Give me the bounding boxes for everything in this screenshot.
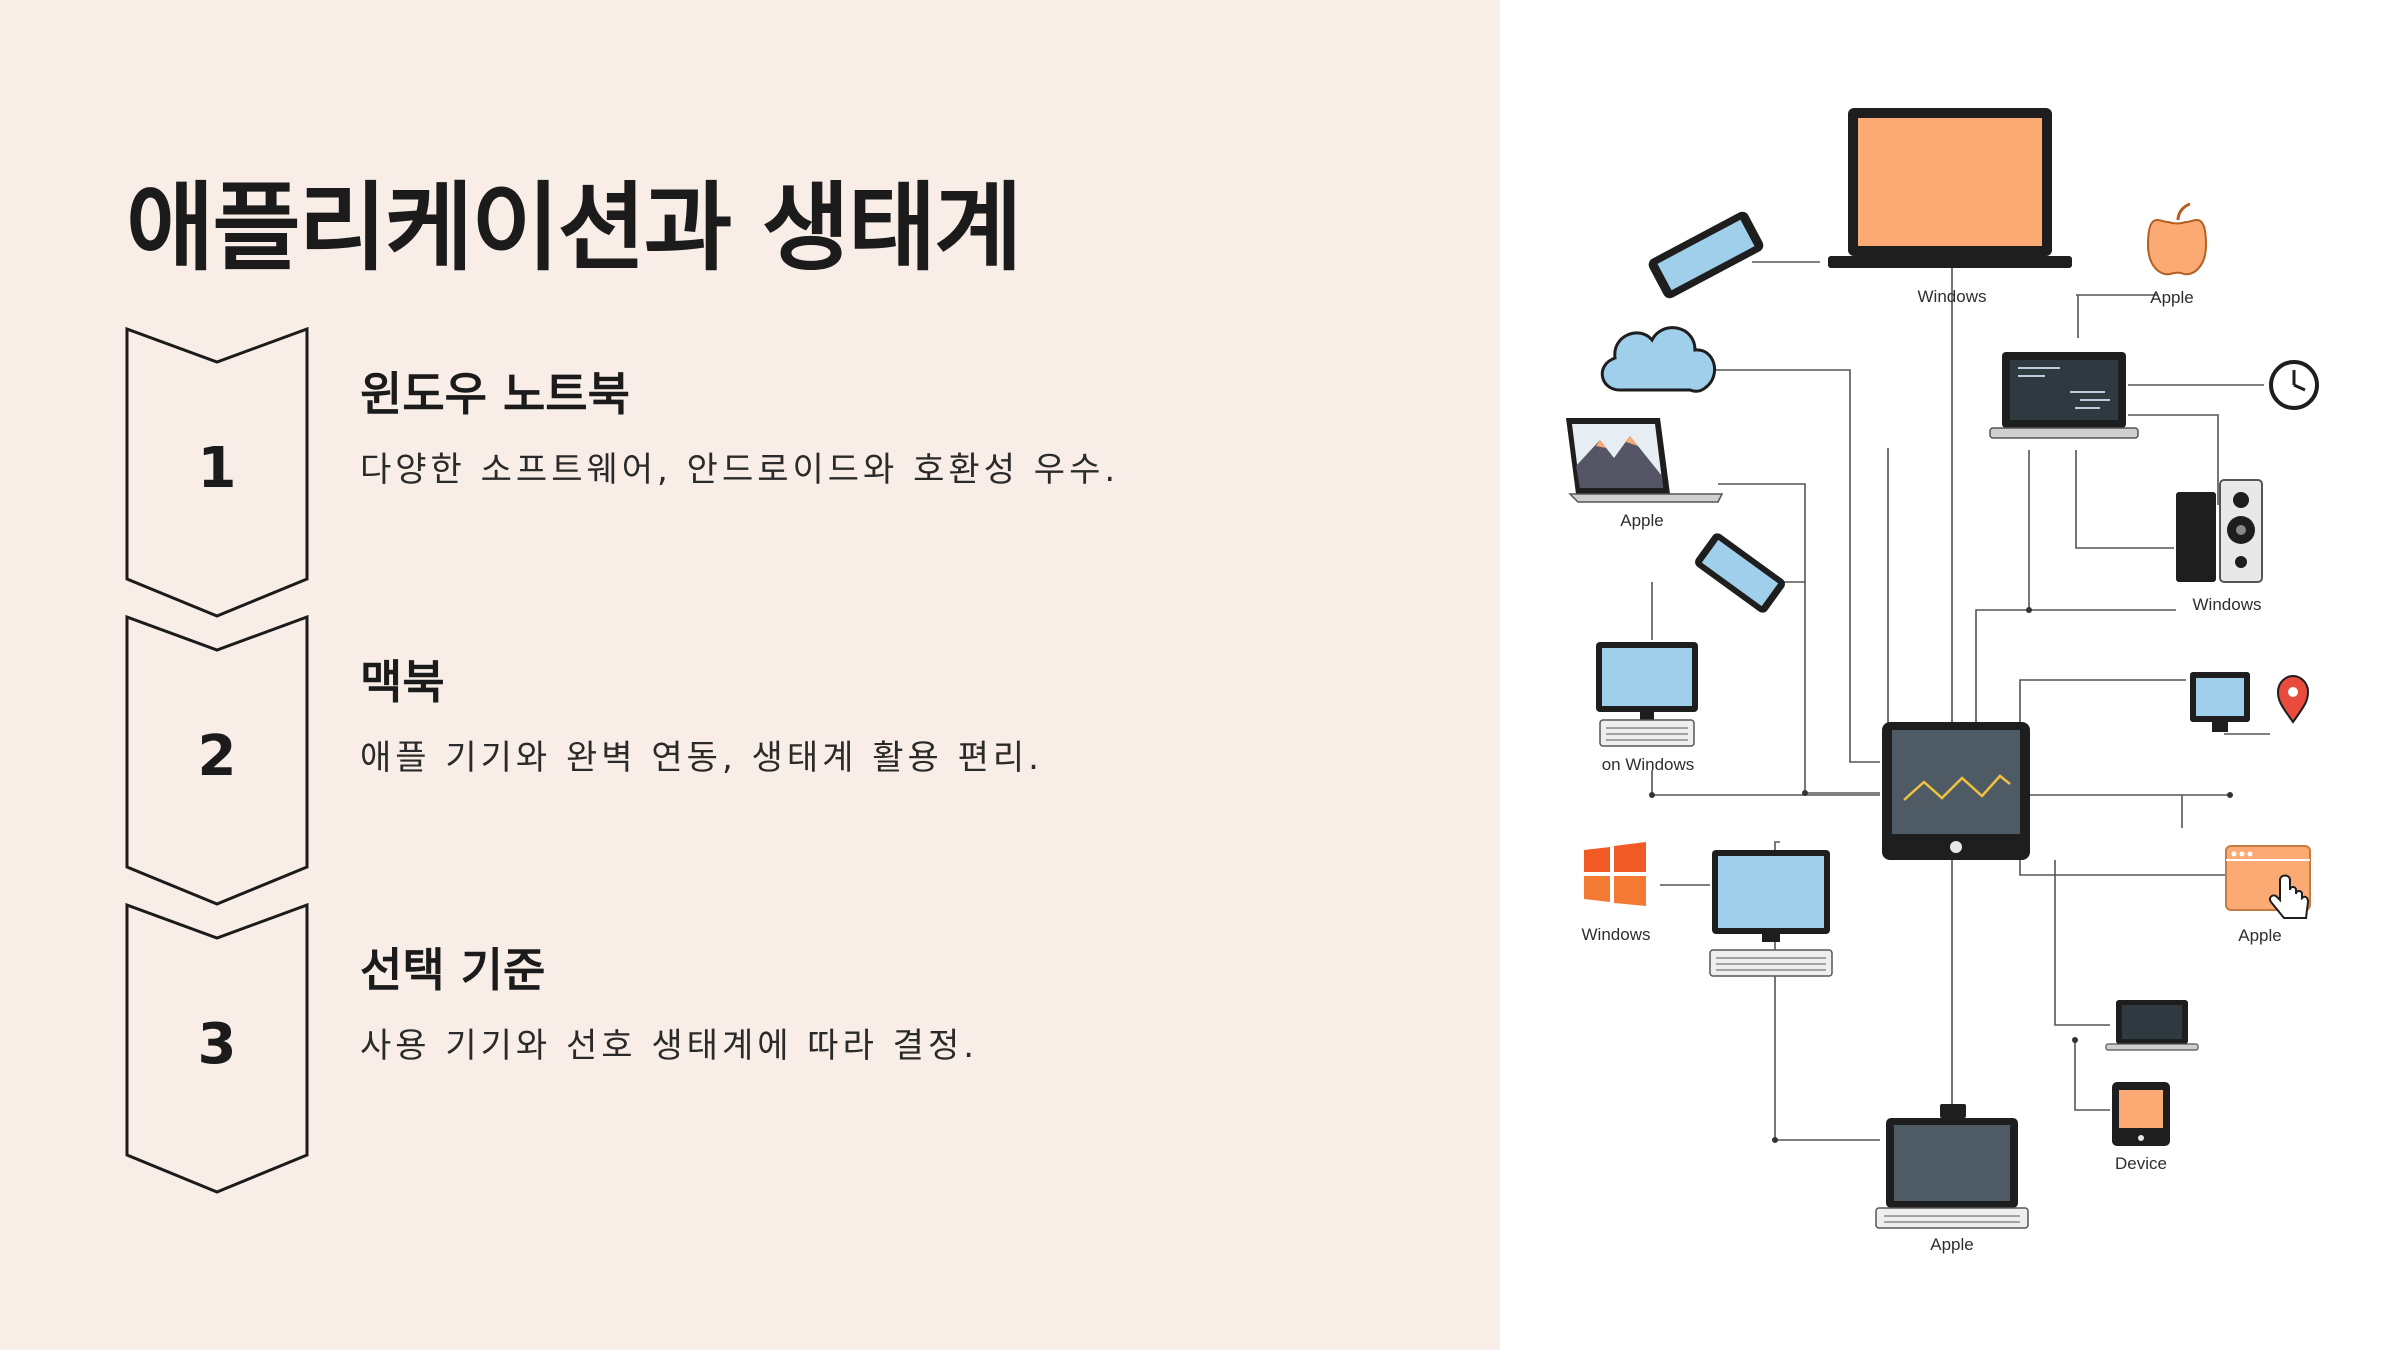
windows-logo-icon: [1584, 842, 1646, 906]
device-network-diagram: Windows Apple: [1566, 108, 2319, 1254]
step-3-description: 사용 기기와 선호 생태계에 따라 결정.: [360, 1026, 979, 1066]
step-2-chevron-shape: [125, 614, 309, 906]
step-2-number: 2: [197, 724, 237, 789]
device-label: Device: [2115, 1154, 2167, 1173]
hand-cursor-icon: [2268, 874, 2310, 919]
macbook-label: Apple: [1620, 511, 1663, 530]
apple-logo-label: Apple: [2150, 288, 2193, 307]
bottom-laptop-icon: [1875, 1104, 2029, 1229]
windows-logo-label: Windows: [1582, 925, 1651, 944]
device-icon: [2112, 1082, 2170, 1146]
pc-speaker-icon: [2176, 479, 2263, 583]
tablet-icon: [1695, 533, 1785, 613]
connector-dots: [1649, 607, 2233, 1143]
step-1-number: 1: [197, 436, 237, 501]
location-pin-icon: [2276, 674, 2310, 724]
code-laptop-icon: [1989, 352, 2139, 439]
step-3-number: 3: [197, 1012, 237, 1077]
desktop-monitor-label: on Windows: [1602, 755, 1695, 774]
pc-speaker-label: Windows: [2193, 595, 2262, 614]
ecosystem-illustration-panel: Windows Apple: [1500, 0, 2400, 1350]
browser-window-label: Apple: [2238, 926, 2281, 945]
step-3-chevron-shape: [125, 902, 309, 1194]
desktop-computer-icon: [1596, 642, 1698, 747]
step-1-heading: 윈도우 노트북: [360, 367, 630, 421]
central-hub-icon: [1882, 722, 2030, 860]
step-2-description: 애플 기기와 완벽 연동, 생태계 활용 편리.: [360, 738, 1043, 778]
page-title: 애플리케이션과 생태계: [126, 172, 1023, 284]
smartphone-icon: [1648, 211, 1764, 299]
step-1-description: 다양한 소프트웨어, 안드로이드와 호환성 우수.: [360, 450, 1120, 490]
macbook-icon: [1566, 418, 1724, 503]
content-panel: 애플리케이션과 생태계 1 윈도우 노트북 다양한 소프트웨어, 안드로이드와 …: [0, 0, 1500, 1350]
step-2-heading: 맥북: [360, 655, 445, 709]
step-3-heading: 선택 기준: [360, 943, 546, 997]
apple-logo-icon: [2146, 202, 2208, 276]
cloud-icon: [1600, 326, 1716, 393]
laptop-icon: [1828, 108, 2072, 268]
small-laptop-icon: [2105, 1000, 2199, 1051]
top-laptop-label: Windows: [1918, 287, 1987, 306]
connector-lines: [1651, 261, 2264, 1141]
desktop-computer-icon-2: [1709, 850, 1833, 977]
bottom-laptop-label: Apple: [1930, 1235, 1973, 1254]
step-1-chevron-shape: [125, 326, 309, 618]
clock-icon: [2269, 360, 2319, 410]
monitor-icon: [2190, 672, 2270, 735]
